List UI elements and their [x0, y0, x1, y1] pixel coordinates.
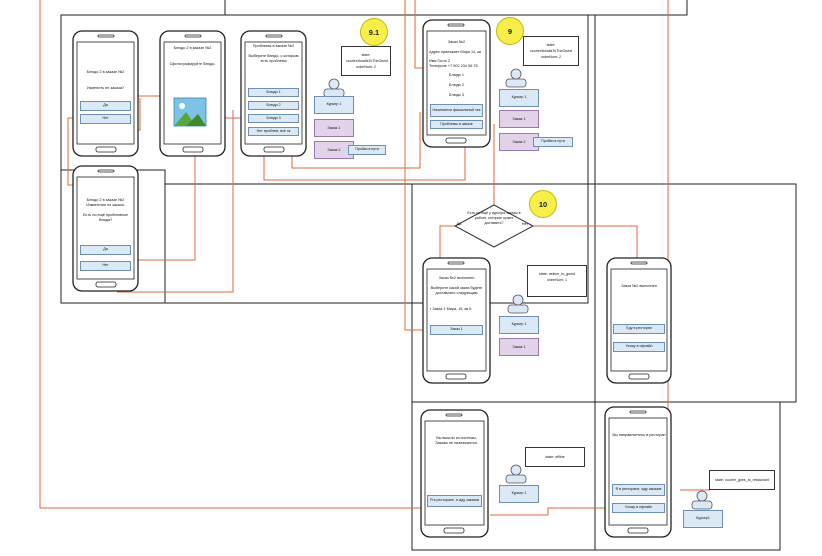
- phone-details: [95, 23, 650, 534]
- screen-a-question: Изменить ее заказа?: [86, 86, 125, 90]
- screen-c-dish2-button[interactable]: Блюдо 2: [248, 101, 299, 110]
- screen-h-title: Вы вышли из системы, Заказы не назначают…: [435, 436, 478, 446]
- state-text: state: courier_goes_to_restaurant: [715, 478, 769, 482]
- connector: [533, 225, 638, 258]
- screen-i-title: Вы направляетесь в ресторан: [612, 433, 666, 437]
- screen-d-no-button[interactable]: Нет: [80, 261, 131, 271]
- screen-b-prompt: Сфотографируйте блюдо.: [169, 62, 216, 66]
- screen-e-title: Заказ №2: [447, 40, 466, 44]
- decision-diamond: [453, 204, 535, 248]
- traffic-label: Пробки в пути: [533, 137, 573, 147]
- decision-yes-label: Да: [456, 222, 462, 226]
- state-bubble-restaurant: state: courier_goes_to_restaurant: [709, 470, 775, 490]
- state-text: state: courier/AwaitsToTheGuest: [346, 53, 389, 63]
- screen-f-subtitle: Выберите какой заказ будете доставлять с…: [430, 286, 483, 296]
- state-bubble-9-1: state: courier/AwaitsToTheGuest orderNum…: [341, 46, 391, 76]
- step-badge-10: 10: [529, 190, 557, 218]
- courier-label: Курьер 1: [314, 96, 354, 114]
- state-bubble-10: state: deliver_to_guest orderNum: 1: [527, 265, 587, 297]
- screen-c-title: Проблемы в заказе №2: [252, 44, 295, 48]
- courier-icon: [507, 294, 529, 314]
- state-bubble-9: state: courier/AwaitsToTheGuest orderNum…: [523, 36, 579, 66]
- screen-d-yes-button[interactable]: Да: [80, 245, 131, 255]
- screen-e-name: Имя Гость 2: [429, 59, 451, 63]
- state-text: state: deliver_to_guest: [538, 272, 576, 276]
- state-text: state: courier/AwaitsToTheGuest: [529, 43, 573, 53]
- order-text: orderNum: 1: [547, 277, 567, 282]
- screen-c-dish3-button[interactable]: Блюдо 3: [248, 114, 299, 123]
- order-1-card: Заказ 1: [499, 338, 539, 356]
- order-2-card: Заказ 2: [499, 133, 539, 151]
- state-text: state: offline: [545, 455, 565, 459]
- connector: [39, 0, 421, 509]
- screen-b-title: Блюдо 2 в заказе №2: [173, 46, 212, 50]
- step-badge-9-1: 9.1: [360, 18, 388, 46]
- screen-h-ready-button[interactable]: Я в ресторане, я жду заказов: [427, 495, 482, 507]
- order-text: orderNum: 2: [541, 54, 561, 59]
- screen-g-title: Заказ №2 выполнен: [621, 284, 657, 288]
- order-text: orderNum: 2: [356, 64, 376, 69]
- screen-f-title: Заказ №2 выполнен: [438, 276, 475, 280]
- order-1-card: Заказ 1: [314, 119, 354, 137]
- actor-icons: [323, 68, 713, 510]
- screen-e-problems-button[interactable]: Проблемы в заказе: [430, 120, 483, 129]
- screen-d-question: Есть ли ещё проблемные блюда?: [82, 213, 129, 223]
- screen-i-arrived-button[interactable]: Я в ресторане, жду заказов: [612, 484, 665, 496]
- courier-label: Курьер 1: [499, 316, 539, 334]
- screen-f-order-info: • Заказ 1 Мира, 15, кв 6: [430, 307, 472, 311]
- screen-g-offline-button[interactable]: Ухожу в офлайн: [613, 342, 665, 352]
- step-badge-9: 9: [496, 17, 524, 45]
- connector: [117, 110, 234, 293]
- decision-text: Есть ли ещё у курьера заказы в работе, к…: [467, 211, 521, 225]
- screen-f-order-button[interactable]: Заказ 1: [430, 325, 483, 335]
- state-bubble-offline: state: offline: [525, 447, 585, 467]
- screen-e-address: Адрес приезжает Мира 14, кв: [429, 50, 481, 54]
- screen-d-title: Блюдо 2 в заказе №2 Изменения по заказа.: [86, 198, 125, 208]
- courier-label: Курьер 1: [499, 485, 539, 503]
- order-2-card: Заказ 2: [314, 141, 354, 159]
- courier-icon: [691, 490, 713, 510]
- courier-icon: [323, 78, 345, 98]
- courier-icon: [505, 464, 527, 484]
- connector: [490, 507, 615, 516]
- screen-e-phone: Телефоне +7 902 234 56 78: [429, 64, 478, 68]
- screen-e-dish2: Блюдо 2: [449, 83, 464, 87]
- courier-icon: [505, 68, 527, 88]
- screen-a-no-button[interactable]: Нет: [80, 114, 131, 124]
- screen-g-restaurant-button[interactable]: Еду в ресторан: [613, 324, 665, 334]
- screen-a-yes-button[interactable]: Да: [80, 101, 131, 111]
- section-frames: [60, 0, 797, 551]
- traffic-label: Пробки в пути: [348, 145, 386, 155]
- connector: [263, 124, 466, 181]
- screen-c-no-problem-button[interactable]: Нет проблем, всё ок: [248, 127, 299, 136]
- screen-c-dish1-button[interactable]: Блюдо 1: [248, 88, 299, 97]
- frame-bottom: [411, 401, 781, 551]
- image-placeholder-icon: [173, 97, 207, 127]
- frame-top-strip: [224, 0, 688, 16]
- screen-e-check-button[interactable]: Начинается фиксальный чек: [430, 104, 483, 117]
- connector: [291, 112, 421, 169]
- connector: [439, 225, 457, 258]
- courier-label: Курьер 1: [499, 89, 539, 107]
- screen-e-dish3: Блюдо 3: [449, 93, 464, 97]
- screen-a-title: Блюдо 2 в заказе №2: [86, 70, 125, 74]
- screen-i-offline-button[interactable]: Ухожу в офлайн: [612, 503, 665, 513]
- screen-c-subtitle: Выберите блюдо, с которым есть проблема: [248, 54, 299, 64]
- decision-no-label: Нет: [521, 222, 529, 226]
- screen-e-dish1: Блюдо 1: [449, 73, 464, 77]
- order-1-card: Заказ 1: [499, 110, 539, 128]
- courier-label: Курьер1: [683, 510, 723, 528]
- connector: [404, 0, 428, 331]
